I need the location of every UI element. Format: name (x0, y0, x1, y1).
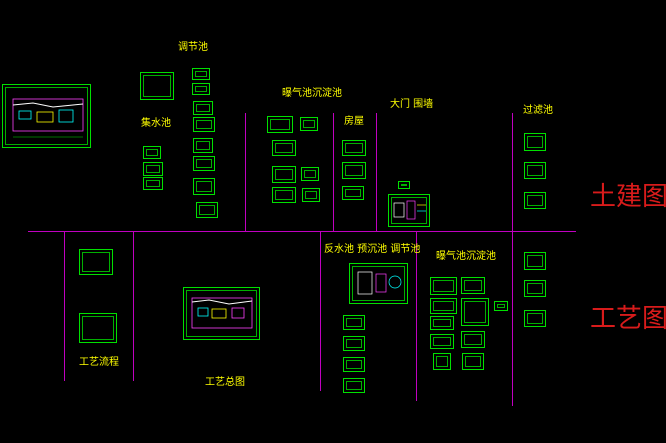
drawing-sheet[interactable] (524, 192, 546, 209)
label-collection-tank: 集水池 (141, 118, 171, 129)
drawing-sheet[interactable] (398, 181, 410, 189)
drawing-sheet[interactable] (430, 334, 454, 349)
label-process-flow: 工艺流程 (79, 357, 119, 368)
drawing-sheet[interactable] (343, 378, 365, 393)
drawing-sheet[interactable] (524, 133, 546, 151)
drawing-sheet[interactable] (461, 277, 485, 294)
site-plan-drawing (12, 98, 84, 138)
divider-v4 (512, 113, 513, 231)
divider-v6 (133, 231, 134, 381)
process-plan-drawing (191, 297, 253, 329)
drawing-sheet[interactable] (193, 178, 215, 195)
drawing-sheet[interactable] (140, 72, 174, 100)
drawing-sheet[interactable] (461, 331, 485, 348)
label-filter-tank-top: 过滤池 (523, 105, 553, 116)
divider-v3 (376, 113, 377, 231)
label-aeration-sedimentation-top: 曝气池沉淀池 (282, 88, 342, 99)
drawing-sheet[interactable] (143, 177, 163, 190)
gate-drawing (393, 200, 427, 220)
drawing-sheet[interactable] (524, 252, 546, 270)
divider-v7 (320, 231, 321, 391)
drawing-sheet[interactable] (79, 313, 117, 343)
drawing-sheet[interactable] (272, 166, 296, 183)
drawing-sheet[interactable] (193, 138, 213, 153)
drawing-sheet[interactable] (524, 162, 546, 179)
divider-v1 (245, 113, 246, 231)
drawing-sheet[interactable] (342, 162, 366, 179)
drawing-sheet[interactable] (272, 187, 296, 203)
divider-v9 (512, 231, 513, 406)
drawing-sheet[interactable] (343, 336, 365, 351)
drawing-sheet[interactable] (193, 156, 215, 171)
divider-v8 (416, 231, 417, 401)
drawing-sheet[interactable] (524, 280, 546, 297)
label-process-general-plan: 工艺总图 (205, 377, 245, 388)
drawing-sheet[interactable] (430, 298, 457, 314)
drawing-sheet[interactable] (193, 117, 215, 132)
label-aeration-sedimentation-bottom: 曝气池沉淀池 (436, 251, 496, 262)
drawing-sheet[interactable] (343, 315, 365, 330)
drawing-sheet[interactable] (267, 116, 293, 133)
drawing-sheet[interactable] (192, 68, 210, 80)
drawing-sheet[interactable] (342, 140, 366, 156)
drawing-sheet[interactable] (196, 202, 218, 218)
drawing-sheet[interactable] (301, 167, 319, 181)
process-general-plan-sheet[interactable] (183, 287, 260, 340)
label-building: 房屋 (344, 116, 364, 127)
drawing-sheet[interactable] (79, 249, 113, 275)
drawing-sheet[interactable] (300, 117, 318, 131)
drawing-sheet[interactable] (461, 298, 489, 326)
label-regulating-tank-top: 调节池 (178, 42, 208, 53)
gate-drawing-sheet[interactable] (388, 194, 430, 227)
site-plan-sheet[interactable] (2, 84, 91, 148)
drawing-sheet[interactable] (462, 353, 484, 370)
drawing-sheet[interactable] (192, 83, 210, 95)
horizontal-divider (28, 231, 576, 232)
drawing-sheet[interactable] (430, 316, 454, 330)
label-gate-wall: 大门 围墙 (390, 99, 434, 110)
drawing-sheet[interactable] (302, 188, 320, 202)
process-detail-sheet[interactable] (349, 263, 408, 304)
drawing-sheet[interactable] (494, 301, 508, 311)
drawing-sheet[interactable] (342, 186, 364, 200)
category-process: 工艺图 (590, 304, 666, 334)
drawing-sheet[interactable] (430, 277, 457, 295)
divider-v2 (333, 113, 334, 231)
drawing-sheet[interactable] (143, 162, 163, 176)
drawing-sheet[interactable] (433, 353, 451, 370)
drawing-sheet[interactable] (272, 140, 296, 156)
drawing-sheet[interactable] (143, 146, 161, 159)
drawing-sheet[interactable] (343, 357, 365, 372)
drawing-sheet[interactable] (524, 310, 546, 327)
process-detail-drawing (357, 271, 402, 295)
label-process-group-bottom: 反水池 预沉池 调节池 (324, 244, 421, 255)
drawing-sheet[interactable] (193, 101, 213, 115)
category-civil: 土建图 (590, 182, 666, 212)
divider-v5 (64, 231, 65, 381)
